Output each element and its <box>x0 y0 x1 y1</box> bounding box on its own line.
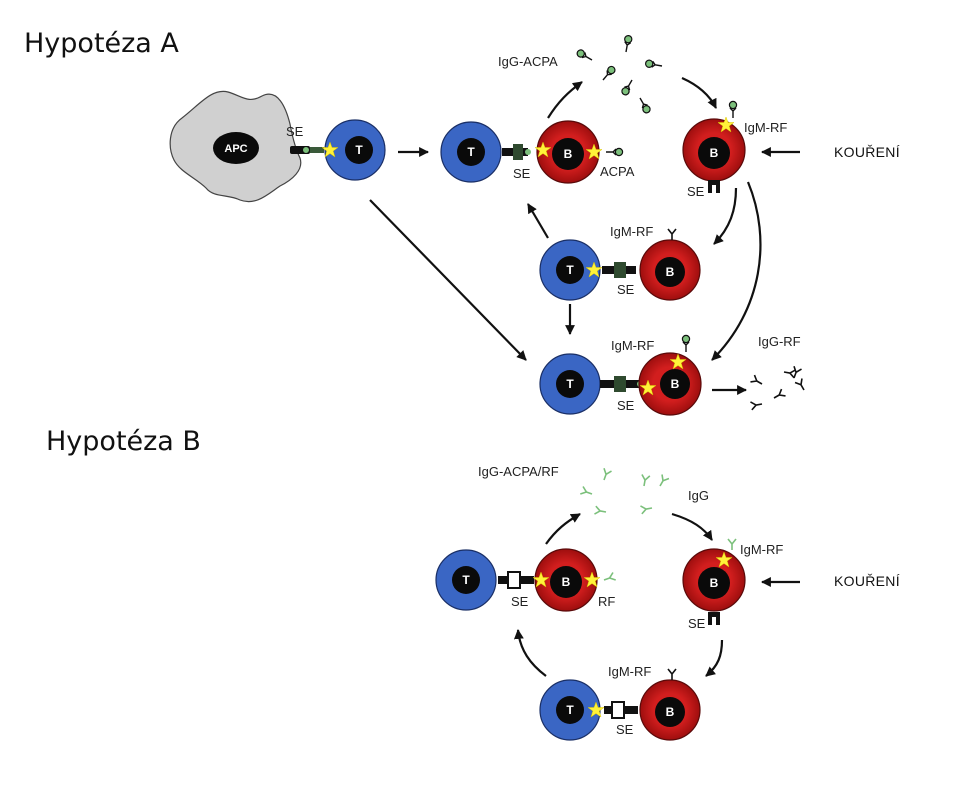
apc-label: APC <box>224 143 247 155</box>
igm-rf-label: IgM-RF <box>610 224 653 239</box>
igm-rf-label: IgM-RF <box>740 542 783 557</box>
t-cell: T <box>324 119 386 181</box>
se-label: SE <box>511 594 529 609</box>
b-cell: B <box>534 548 598 612</box>
se-label: SE <box>688 616 706 631</box>
arrow-b-to-bottom <box>711 181 762 361</box>
b-cell-label: B <box>710 146 719 160</box>
se-label: SE <box>616 722 634 737</box>
b-cell: B <box>639 679 701 741</box>
se-label: SE <box>617 282 635 297</box>
t-cell: T <box>539 679 601 741</box>
t-cell-label: T <box>566 703 574 717</box>
se-connector <box>498 571 534 589</box>
hypothesis-a-title: Hypotéza A <box>24 28 179 59</box>
se-connector-apc-t <box>290 146 324 154</box>
igm-rf-antibody-icon <box>667 228 677 241</box>
igm-rf-antibody-icon <box>727 538 737 551</box>
arrow-b-to-igg-b <box>545 513 581 545</box>
t-cell: T <box>539 239 601 301</box>
se-connector <box>604 701 638 719</box>
igg-rf-label: IgG-RF <box>758 334 801 349</box>
b-cell-label: B <box>562 575 571 589</box>
t-cell-label: T <box>566 263 574 277</box>
t-cell: T <box>435 549 497 611</box>
igm-rf-antibody-icon <box>667 668 677 681</box>
hypothesis-b-title: Hypotéza B <box>46 426 201 457</box>
acpa-antibody-icon <box>605 147 624 157</box>
arrow-t-diagonal <box>369 199 527 361</box>
b-cell: B <box>682 118 746 182</box>
rf-antibody-icon <box>601 571 617 585</box>
b-cell: B <box>536 120 600 184</box>
b-cell: B <box>639 239 701 301</box>
smoking-label-a: KOUŘENÍ <box>834 144 900 160</box>
b-cell-label: B <box>710 576 719 590</box>
igm-rf-antibody-icon <box>728 100 738 119</box>
arrow-b-to-lower <box>713 187 738 245</box>
igg-acpa-rf-label: IgG-ACPA/RF <box>478 464 559 479</box>
b-cell-label: B <box>666 705 675 719</box>
igg-rf-antibodies <box>749 365 809 411</box>
b-cell-label: B <box>666 265 675 279</box>
arrow-igg-to-b <box>681 76 717 109</box>
t-cell-label: T <box>462 573 470 587</box>
se-receptor-icon <box>708 180 720 193</box>
arrow-b-down-b <box>705 639 724 677</box>
arrow-cycle-up <box>527 203 549 239</box>
igg-acpa-label: IgG-ACPA <box>498 54 558 69</box>
smoking-label-b: KOUŘENÍ <box>834 573 900 589</box>
igm-rf-label: IgM-RF <box>611 338 654 353</box>
b-cell: B <box>682 548 746 612</box>
arrow-b-to-igg <box>547 81 583 119</box>
apc-cell: APC <box>169 90 302 203</box>
igg-antibodies-green <box>579 467 670 517</box>
b-cell-label: B <box>564 147 573 161</box>
t-cell-label: T <box>566 377 574 391</box>
arrow-cycle-up-b <box>513 629 547 677</box>
igm-rf-antibody-icon <box>681 334 691 353</box>
se-label: SE <box>617 398 635 413</box>
igm-rf-label: IgM-RF <box>608 664 651 679</box>
igm-rf-label: IgM-RF <box>744 120 787 135</box>
se-connector <box>600 376 643 392</box>
arrow-igg-to-b-b <box>671 512 713 541</box>
t-cell: T <box>440 121 502 183</box>
se-label: SE <box>687 184 705 199</box>
igg-label: IgG <box>688 488 709 503</box>
se-connector <box>502 144 531 160</box>
se-connector <box>602 262 636 278</box>
rf-label: RF <box>598 594 615 609</box>
b-cell-label: B <box>671 377 680 391</box>
se-label-apc: SE <box>286 124 304 139</box>
b-cell: B <box>638 352 702 416</box>
t-cell: T <box>539 353 601 415</box>
se-receptor-icon <box>708 612 720 625</box>
t-cell-label: T <box>355 143 363 157</box>
igg-acpa-antibodies <box>575 34 664 115</box>
t-cell-label: T <box>467 145 475 159</box>
acpa-label: ACPA <box>600 164 635 179</box>
se-label: SE <box>513 166 531 181</box>
